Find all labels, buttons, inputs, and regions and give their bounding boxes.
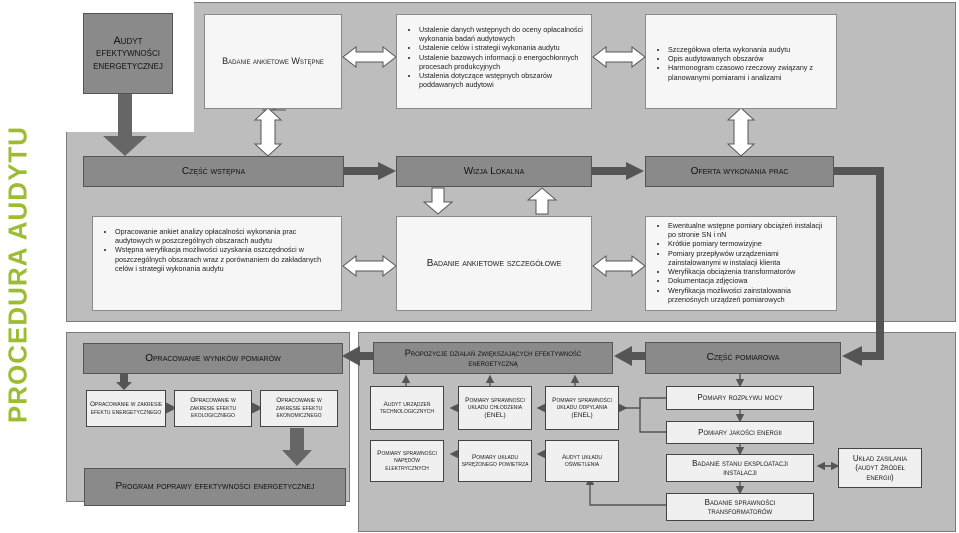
- oswietlenia-box: Audyt układu oświetlenia: [545, 440, 619, 482]
- opracowanie-wynikow-box: Opracowanie wyników pomiarów: [83, 343, 343, 374]
- efekt-ekonomiczny-box: Opracowanie w zakresie efektu ekonomiczn…: [260, 390, 338, 427]
- napedow-box: Pomiary sprawności napędów elektrycznych: [370, 440, 444, 482]
- audyt-tech-box: Audyt urządzeń technologicznych: [370, 386, 444, 430]
- list-item: Opis audytowanych obszarów: [668, 54, 830, 63]
- wstepne-list: Ustalenie danych wstępnych do oceny opła…: [396, 14, 592, 109]
- list-item: Wstępna weryfikacja możliwości uzyskania…: [115, 245, 335, 273]
- efekt-energetyczny-box: Opracowanie w zakresie efektu energetycz…: [86, 390, 166, 427]
- list-item: Krótkie pomiary termowizyjne: [668, 239, 830, 248]
- program-poprawy-box: Program poprawy efektywności energetyczn…: [84, 468, 346, 506]
- szczegolowe-list: Ewentualne wstępne pomiary obciążeń inst…: [645, 216, 837, 311]
- list-item: Ustalenie danych wstępnych do oceny opła…: [419, 25, 585, 43]
- audyt-box: Audyt efektywności energetycznej: [83, 13, 173, 94]
- list-item: Opracowanie ankiet analizy opłacalności …: [115, 227, 335, 245]
- propozycje-box: Propozycje działań zwiększających efekty…: [373, 342, 613, 374]
- badanie-szczegolowe-box: Badanie ankietowe szczegółowe: [396, 216, 592, 311]
- list-item: Szczegółowa oferta wykonania audytu: [668, 45, 830, 54]
- list-item: Ewentualne wstępne pomiary obciążeń inst…: [668, 221, 830, 239]
- oferta-box: Oferta wykonania prac: [645, 156, 834, 187]
- efekt-ekologiczny-box: Opracowanie w zakresie efektu ekologiczn…: [174, 390, 252, 427]
- odpylania-box: Pomiary sprawności układu odpylania (ENE…: [545, 386, 619, 430]
- opracowanie-ankiet-list: Opracowanie ankiet analizy opłacalności …: [92, 216, 342, 311]
- czesc-wstepna-box: Część wstępna: [83, 156, 344, 187]
- chlodzenia-box: Pomiary sprawności układu chłodzenia (EN…: [458, 386, 532, 430]
- list-item: Ustalenie bazowych informacji o energoch…: [419, 53, 585, 71]
- rozplywu-box: Pomiary rozpływu mocy: [666, 386, 814, 410]
- badanie-wstepne-box: Badanie ankietowe Wstępne: [204, 14, 342, 109]
- list-item: Harmonogram czasowo rzeczowy związany z …: [668, 63, 830, 81]
- list-item: Weryfikacja możliwości zainstalowania pr…: [668, 286, 830, 304]
- wizja-lokalna-box: Wizja Lokalna: [396, 156, 592, 187]
- list-item: Ustalenia dotyczące wstępnych obszarów p…: [419, 71, 585, 89]
- stanu-eksploatacji-box: Badanie stanu eksploatacji instalacji: [666, 454, 814, 482]
- list-item: Dokumentacja zdjęciowa: [668, 276, 830, 285]
- oferta-list: Szczegółowa oferta wykonania audytu Opis…: [645, 14, 837, 109]
- list-item: Weryfikacja obciążenia transformatorów: [668, 267, 830, 276]
- transformatorow-box: Badanie sprawności transformatorów: [666, 493, 814, 521]
- list-item: Ustalenie celów i strategii wykonania au…: [419, 43, 585, 52]
- uklad-zasilania-box: Układ zasilania (audyt źródeł energii): [838, 448, 922, 488]
- sprezonego-box: Pomiary układu sprężonego powietrza: [458, 440, 532, 482]
- czesc-pomiarowa-box: Część pomiarowa: [645, 342, 841, 374]
- list-item: Pomiary przepływów urządzeniami zainstal…: [668, 249, 830, 267]
- jakosci-box: Pomiary jakości energii: [666, 421, 814, 444]
